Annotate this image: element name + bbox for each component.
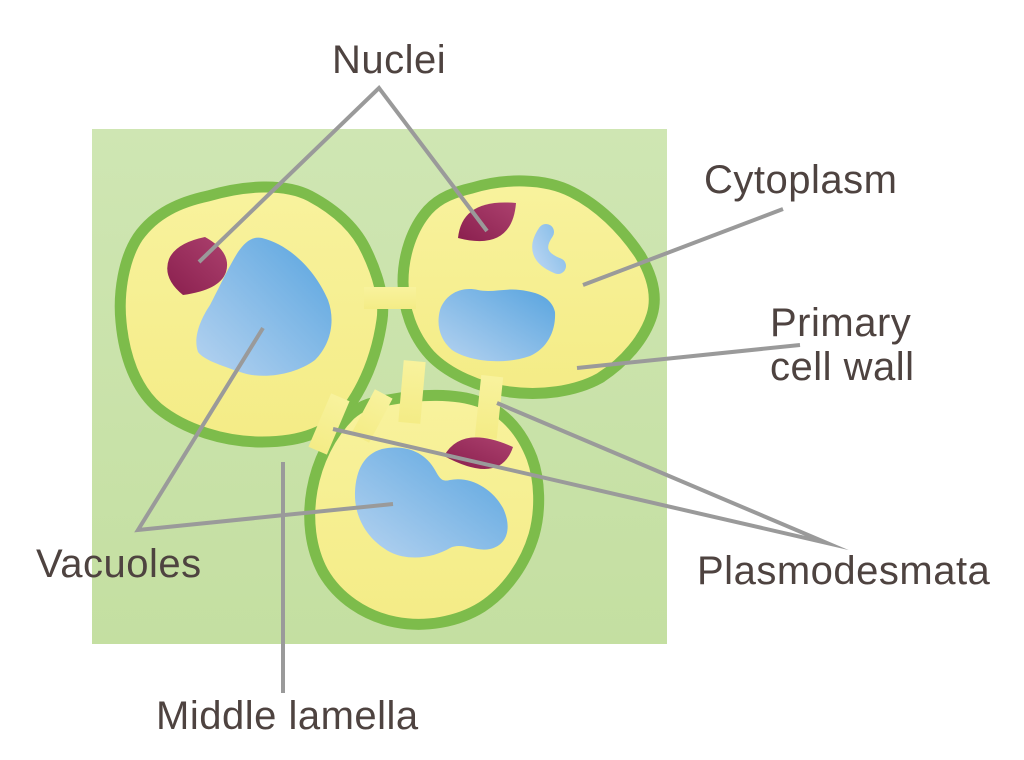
label-primary-cell-wall: Primary cell wall (770, 301, 915, 389)
plasmodesma-channel-cell1-cell2 (364, 287, 416, 309)
nucleus-cell3 (444, 437, 513, 470)
label-vacuoles: Vacuoles (36, 542, 202, 586)
leader-line-primary-cell-wall (576, 343, 801, 370)
plasmodesma-channel-cell1-cell3-right (351, 389, 393, 443)
plasmodesma-channel-cell1-cell3-left (308, 393, 350, 455)
plasmodesma-channel-cell2-cell3-left (398, 360, 426, 424)
leader-line-vacuoles (134, 326, 394, 533)
vacuole-cell1 (196, 237, 332, 376)
vacuole-cell2 (438, 289, 556, 362)
label-nuclei: Nuclei (332, 38, 447, 82)
leader-line-nuclei (197, 84, 489, 264)
label-primary-line2: cell wall (770, 345, 915, 389)
leader-line-plasmodesmata (332, 401, 849, 551)
organelle-bean-cell2 (532, 224, 566, 274)
label-primary-line1: Primary (770, 301, 912, 345)
plasmodesma-channel-cell2-cell3-right (474, 375, 504, 439)
vacuole-cell3 (354, 447, 508, 558)
label-cytoplasm: Cytoplasm (704, 158, 898, 202)
leader-line-cytoplasm (582, 207, 784, 287)
label-middle-lamella: Middle lamella (156, 694, 419, 738)
label-plasmodesmata: Plasmodesmata (697, 549, 991, 593)
